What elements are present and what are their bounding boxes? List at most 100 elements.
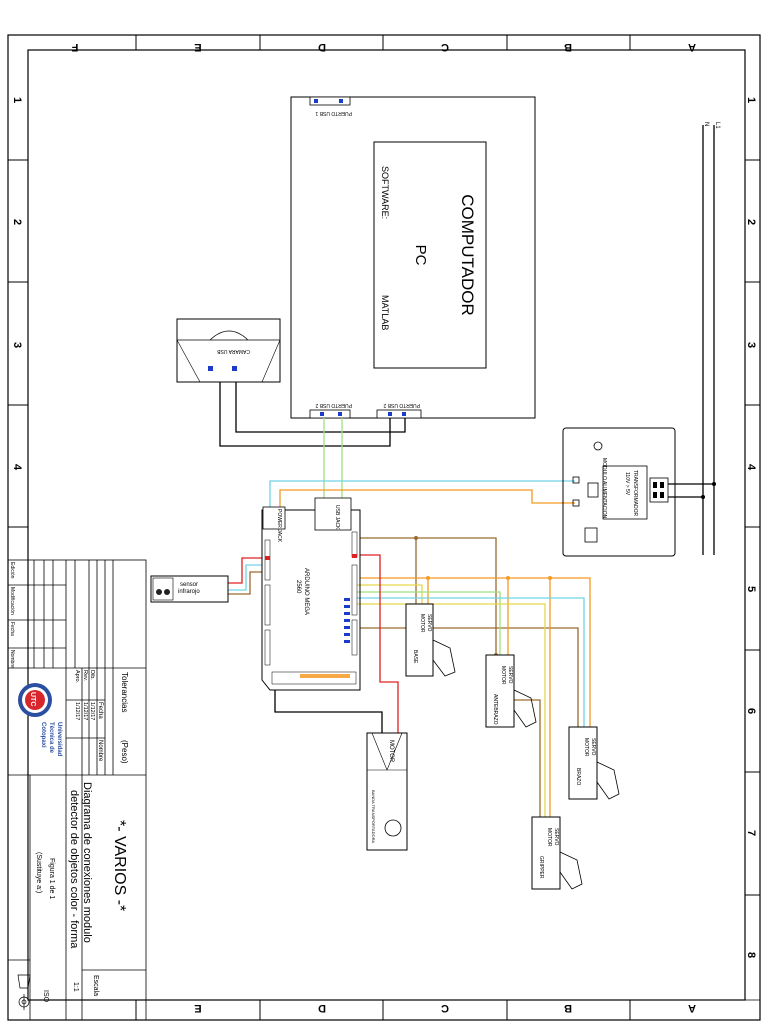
tb-tolerancias: Tolerancias xyxy=(120,672,129,712)
arduino-pin-markers xyxy=(344,598,350,643)
tb-university-1: Universidad xyxy=(56,722,62,757)
pc-software-label: SOFTWARE: xyxy=(380,166,390,219)
usb-port-2b-label: PUERTO USB 2 xyxy=(383,402,420,408)
zone-d: D xyxy=(318,41,326,53)
servo-base-name: BASE xyxy=(412,650,418,664)
power-module: TRANSFORMADOR 110V > 5V MODULO ALIMENTAC… xyxy=(562,427,676,557)
logo-text: UTC xyxy=(29,692,36,706)
arduino-mega: USB JACK POWER JACK ARDUINO MEGA 2560 xyxy=(261,497,361,691)
arduino-usb-jack: USB JACK xyxy=(334,505,340,530)
tb-edicion: Edición xyxy=(9,562,15,579)
projection-symbol-icon xyxy=(17,974,31,1010)
wire-sensor-red xyxy=(228,557,262,584)
usb-camera: CAMARA USB xyxy=(176,318,281,383)
servo-base: SERVO MOTOR BASE xyxy=(405,603,456,677)
servo-brazo-line2: MOTOR xyxy=(583,738,589,757)
tb-apro: Apro. xyxy=(74,670,80,684)
mains-l1-label: L1 xyxy=(714,122,720,129)
servo-gripper: SERVO MOTOR GRIPPER xyxy=(531,816,583,890)
zone-d-bottom: D xyxy=(318,1002,326,1014)
wire-green-1 xyxy=(355,591,501,655)
tb-date-rev: 1/12/17 xyxy=(82,702,88,720)
tb-date-dib: 1/12/17 xyxy=(89,702,95,720)
tb-fecha: Fecha xyxy=(97,702,103,719)
servo-brazo-line1: SERVO xyxy=(590,738,596,756)
pc-software-value: MATLAB xyxy=(380,295,390,330)
row-8-right: 8 xyxy=(745,952,757,958)
pc-block: COMPUTADOR PC SOFTWARE: MATLAB PUERTO US… xyxy=(290,96,536,419)
zone-a: A xyxy=(688,41,696,53)
zone-labels-bottom: E D C B A xyxy=(194,1002,696,1014)
tb-sust: (Sustituye a:) xyxy=(35,852,42,893)
zone-a-bottom: A xyxy=(688,1002,696,1014)
wire-camera-usb-b xyxy=(235,382,406,433)
zone-b-bottom: B xyxy=(564,1002,572,1014)
arduino-pin-highlights xyxy=(265,554,357,678)
dc-motor-name: BANDA TRANSPORTADORA xyxy=(371,790,376,843)
row-2: 2 xyxy=(11,219,23,225)
mains-labels: L1 N xyxy=(703,122,720,129)
dc-motor-line1: MOTOR xyxy=(388,740,394,763)
tb-fig: Figura 1 de 1 xyxy=(48,858,55,899)
zone-labels-top: F E D C B A xyxy=(71,41,696,53)
wire-power-cyan xyxy=(269,480,575,510)
tb-modificacion: Modificación xyxy=(9,587,15,615)
transformer-label-1: TRANSFORMADOR xyxy=(632,470,638,517)
wire-motor-black xyxy=(274,690,383,733)
zone-c-bottom: C xyxy=(441,1002,449,1014)
servo-antebrazo-line1: SERVO xyxy=(507,666,513,684)
wire-camera-usb-a xyxy=(219,382,391,447)
wire-sensor-cyan xyxy=(228,564,262,591)
pc-subtitle: PC xyxy=(412,245,429,266)
tb-escala: 1:1 xyxy=(72,982,79,992)
servo-brazo-name: BRAZO xyxy=(575,768,581,785)
mains-n-label: N xyxy=(703,122,709,126)
university-logo-icon: UTC xyxy=(18,683,52,717)
usb-port-1-label: PUERTO USB 1 xyxy=(315,110,352,116)
servo-gripper-line1: SERVO xyxy=(553,828,559,846)
usb-port-2b: PUERTO USB 2 xyxy=(376,402,422,419)
wire-orange-bus xyxy=(360,577,591,728)
row-labels-right: 1 2 3 4 5 6 7 8 xyxy=(745,97,757,958)
zone-e-bottom: E xyxy=(194,1002,201,1014)
wire-brown-bus xyxy=(360,537,497,655)
tb-iso: ISO xyxy=(42,990,49,1003)
usb-port-2a-label: PUERTO USB 2 xyxy=(315,402,352,408)
tb-rev: Rev. xyxy=(82,670,88,681)
title-block: Edición Modificación Fecha Nombre Tolera… xyxy=(7,559,760,1021)
row-4-right: 4 xyxy=(745,464,757,471)
servo-antebrazo: SERVO MOTOR ANTEBRAZO xyxy=(485,654,537,728)
power-module-label: MODULO ALIMENTACION xyxy=(601,458,607,519)
row-6-right: 6 xyxy=(745,708,757,714)
zone-f: F xyxy=(71,41,78,53)
wires xyxy=(219,125,715,818)
tb-desc-2: detector de objetos color - forma xyxy=(68,790,80,949)
wire-power-orange xyxy=(279,489,575,510)
wire-sensor-brown xyxy=(228,571,262,595)
sensor-label-2: infrarojo xyxy=(178,589,200,595)
servo-antebrazo-name: ANTEBRAZO xyxy=(492,694,498,725)
wire-cyan-1 xyxy=(355,597,585,728)
tb-university-2: Técnica de xyxy=(48,722,54,754)
servo-gripper-line2: MOTOR xyxy=(546,828,552,847)
servo-base-line1: SERVO xyxy=(426,614,432,632)
zone-ticks xyxy=(8,35,760,1020)
zone-e: E xyxy=(194,41,201,53)
tb-peso: (Peso) xyxy=(120,740,129,764)
tb-nombre: Nombre xyxy=(97,740,103,762)
ir-sensor: sensor infrarojo xyxy=(150,575,229,603)
junction-dots xyxy=(414,482,716,657)
row-2-right: 2 xyxy=(745,219,757,225)
tb-university-3: Cotopaxi xyxy=(40,722,46,748)
row-5-right: 5 xyxy=(745,586,757,592)
zone-c: C xyxy=(441,41,449,53)
tb-fecha-2: Fecha xyxy=(9,622,15,636)
tb-dib: Dib. xyxy=(89,670,95,680)
tb-nombre-2: Nombre xyxy=(9,650,15,668)
servo-antebrazo-line2: MOTOR xyxy=(500,666,506,685)
usb-port-1: PUERTO USB 1 xyxy=(309,96,352,116)
camera-label: CAMARA USB xyxy=(217,348,250,354)
sensor-label-1: sensor xyxy=(180,582,198,588)
arduino-header-right xyxy=(351,531,358,656)
